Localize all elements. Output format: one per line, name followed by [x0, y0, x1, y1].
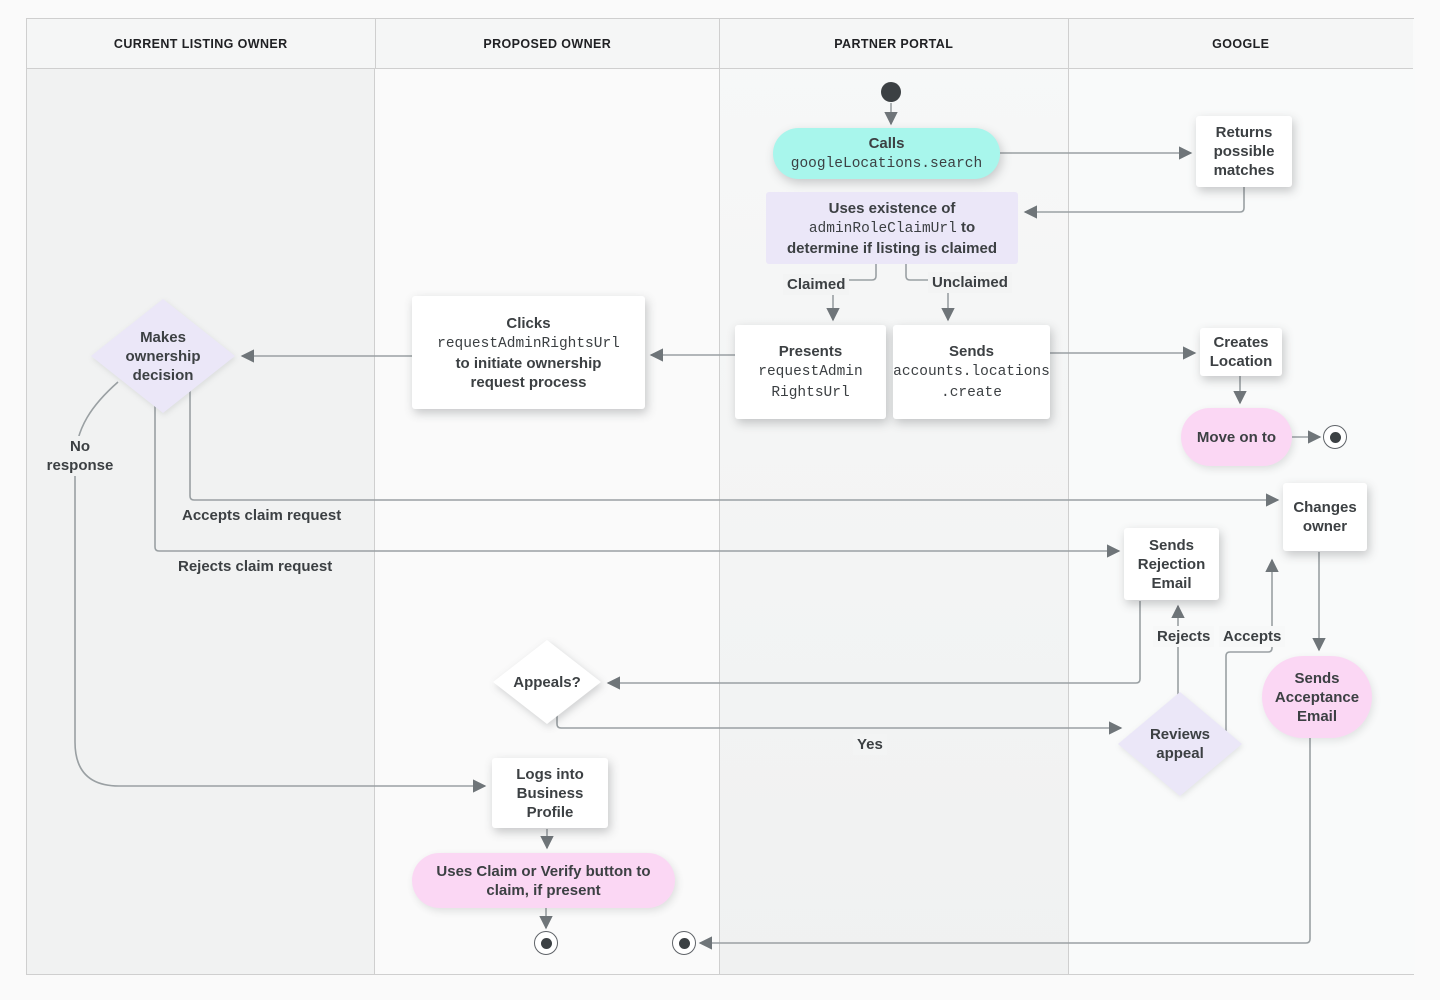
reviews-appeal-text: Reviews appeal	[1149, 726, 1211, 762]
sends-rejection-text: Sends Rejection Email	[1137, 536, 1206, 592]
edge-label-rejects-claim-request: Rejects claim request	[174, 556, 337, 577]
sends-create-text: Sends accounts.locations .create	[893, 342, 1050, 403]
start-node	[881, 82, 901, 102]
uses-code: adminRoleClaimUrl	[808, 220, 957, 237]
node-appeals: Appeals?	[493, 640, 601, 724]
node-returns-possible-matches: Returns possible matches	[1196, 116, 1292, 187]
node-creates-location: Creates Location	[1200, 328, 1282, 376]
edge-label-unclaimed: Unclaimed	[928, 272, 1012, 293]
move-on-text: Move on to	[1196, 428, 1277, 446]
node-sends-rejection-email: Sends Rejection Email	[1124, 528, 1219, 600]
end-node-acceptance	[672, 931, 696, 955]
edge-label-accepts-claim-request: Accepts claim request	[178, 505, 346, 526]
end-node-dot	[678, 937, 690, 949]
presents-text: Presents requestAdmin RightsUrl	[758, 342, 862, 403]
sends-title: Sends	[948, 342, 994, 360]
changes-owner-text: Changes owner	[1293, 499, 1357, 535]
node-sends-accounts-locations-create: Sends accounts.locations .create	[893, 325, 1050, 419]
clicks-text: Clicks requestAdminRightsUrl to initiate…	[437, 314, 620, 392]
uses-claim-text: Uses Claim or Verify button to claim, if…	[436, 862, 651, 899]
node-move-on-to: Move on to	[1181, 408, 1292, 466]
presents-code2: RightsUrl	[771, 384, 850, 401]
returns-text: Returns possible matches	[1213, 124, 1275, 179]
presents-code1: requestAdmin	[758, 363, 863, 380]
edge-label-accepts: Accepts	[1219, 626, 1286, 647]
edge-label-claimed: Claimed	[783, 274, 850, 295]
clicks-l3: request process	[470, 373, 587, 391]
logs-in-text: Logs into Business Profile	[516, 765, 584, 821]
node-sends-acceptance-email: Sends Acceptance Email	[1262, 656, 1372, 738]
lane-header-row: CURRENT LISTING OWNER PROPOSED OWNER PAR…	[27, 19, 1413, 69]
sends-code1: accounts.locations	[893, 363, 1050, 380]
node-uses-claim-or-verify: Uses Claim or Verify button to claim, if…	[412, 853, 675, 908]
lane-proposed-owner	[375, 19, 720, 974]
lane-title-current-listing-owner: CURRENT LISTING OWNER	[27, 19, 375, 69]
lane-title-partner-portal: PARTNER PORTAL	[719, 19, 1068, 69]
clicks-code: requestAdminRightsUrl	[437, 335, 620, 352]
appeals-text: Appeals?	[513, 673, 581, 691]
clicks-l2: to initiate ownership	[455, 354, 602, 372]
lane-title-proposed-owner: PROPOSED OWNER	[374, 19, 719, 69]
uses-l3: determine if listing is claimed	[786, 239, 998, 257]
node-uses-existence: Uses existence of adminRoleClaimUrl to d…	[766, 192, 1018, 264]
end-node-dot	[1329, 431, 1341, 443]
sends-acceptance-text: Sends Acceptance Email	[1274, 669, 1360, 725]
calls-code: googleLocations.search	[790, 155, 983, 172]
presents-title: Presents	[778, 342, 843, 360]
node-presents-requestadminrightsurl: Presents requestAdmin RightsUrl	[735, 325, 886, 419]
node-changes-owner: Changes owner	[1283, 483, 1367, 551]
end-node-create	[1323, 425, 1347, 449]
node-calls-googlelocations-search: Calls googleLocations.search	[773, 128, 1000, 179]
edge-label-yes: Yes	[853, 734, 887, 755]
sends-code2: .create	[941, 384, 1002, 401]
clicks-title: Clicks	[506, 314, 551, 332]
node-logs-into-business-profile: Logs into Business Profile	[492, 758, 608, 828]
creates-location-text: Creates Location	[1209, 334, 1273, 370]
lane-current-listing-owner	[27, 19, 375, 974]
calls-title: Calls	[868, 134, 905, 152]
node-calls-text: Calls googleLocations.search	[791, 134, 982, 174]
makes-decision-text: Makes ownership decision	[125, 328, 201, 384]
end-node-dot	[540, 937, 552, 949]
uses-existence-text: Uses existence of adminRoleClaimUrl to d…	[787, 199, 997, 258]
uses-l2: to	[960, 218, 976, 236]
node-reviews-appeal: Reviews appeal	[1118, 692, 1242, 796]
uses-l1: Uses existence of	[828, 199, 956, 217]
appeals-diamond-shape	[493, 640, 601, 724]
node-clicks-requestadminrightsurl: Clicks requestAdminRightsUrl to initiate…	[412, 296, 645, 409]
edge-label-no-response: No response	[36, 436, 124, 476]
end-node-claim	[534, 931, 558, 955]
edge-label-rejects: Rejects	[1153, 626, 1215, 647]
node-makes-ownership-decision: Makes ownership decision	[91, 299, 235, 413]
lane-title-google: GOOGLE	[1067, 19, 1413, 69]
